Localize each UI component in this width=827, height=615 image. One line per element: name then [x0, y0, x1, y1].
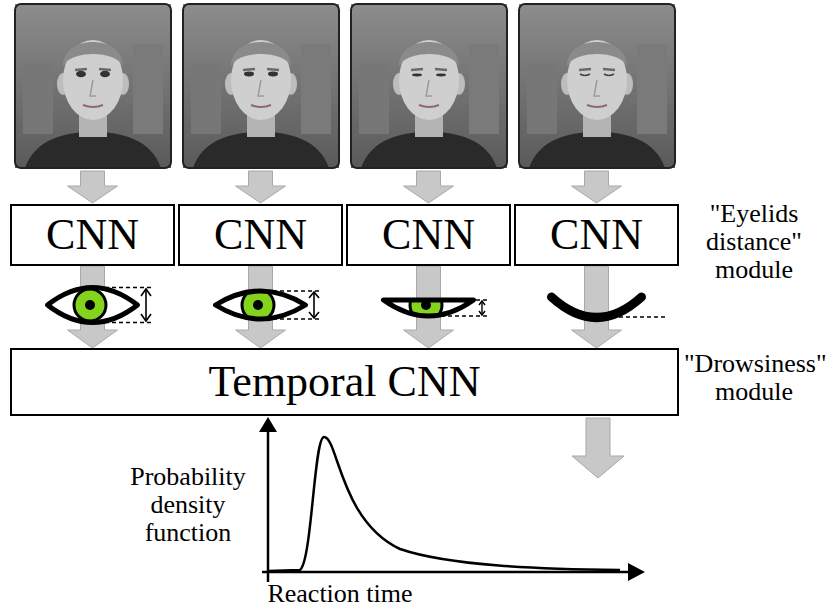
axis-label: Reaction time: [230, 580, 450, 608]
eye-icon: [216, 289, 321, 321]
box-text: CNN: [382, 213, 475, 257]
pdf-chart: [259, 417, 645, 582]
box-text: CNN: [550, 213, 643, 257]
gray-arrow: [68, 171, 622, 203]
face-photo: [15, 4, 171, 168]
module-label: "Eyelids distance" module: [684, 200, 824, 284]
box-text: Temporal CNN: [209, 360, 481, 404]
gray-arrow: [572, 418, 624, 478]
axis-label: Probability density function: [118, 463, 258, 547]
temporal-cnn-box: Temporal CNN: [10, 348, 679, 416]
eye-icon: [384, 289, 489, 321]
gray-arrow: [572, 266, 622, 348]
eye-icon: [552, 297, 669, 318]
module-label: "Drowsiness" module: [684, 350, 824, 406]
box-text: CNN: [214, 213, 307, 257]
cnn-box: CNN: [346, 204, 511, 266]
box-text: CNN: [46, 213, 139, 257]
cnn-box: CNN: [178, 204, 343, 266]
face-photo: [183, 4, 339, 168]
eye-icon: [48, 288, 153, 323]
gray-arrow-shape: [572, 266, 622, 348]
cnn-box: CNN: [514, 204, 679, 266]
cnn-box: CNN: [10, 204, 175, 266]
face-photo: [351, 4, 507, 168]
face-photo: [519, 4, 675, 168]
